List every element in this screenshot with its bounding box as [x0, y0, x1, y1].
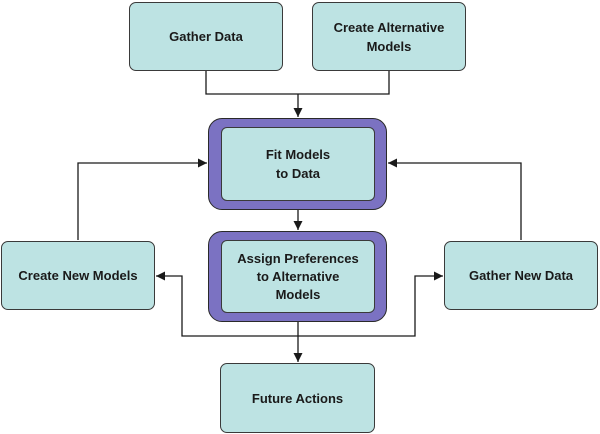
node-assign-preferences-label: Assign Preferences to Alternative Models [237, 250, 359, 302]
arrow-to-gather-new-data [298, 271, 443, 337]
node-gather-data-label: Gather Data [169, 29, 243, 44]
arrow-to-create-new-models [156, 271, 298, 337]
node-gather-data: Gather Data [129, 2, 283, 71]
node-create-new-models-label: Create New Models [18, 268, 138, 283]
arrow-gather-new-data-to-fit [388, 158, 522, 240]
node-future-actions: Future Actions [220, 363, 375, 433]
node-gather-new-data-label: Gather New Data [468, 268, 574, 283]
node-future-actions-label: Future Actions [251, 390, 344, 406]
node-fit-models-label: Fit Models to Data [265, 147, 331, 181]
arrow-create-new-models-to-fit [77, 158, 207, 240]
node-gather-new-data: Gather New Data [444, 241, 598, 310]
connector-gather-data-to-merge [205, 71, 390, 95]
node-fit-models: Fit Models to Data [221, 127, 375, 201]
node-assign-preferences: Assign Preferences to Alternative Models [221, 240, 375, 313]
node-create-new-models: Create New Models [1, 241, 155, 310]
node-create-alternative-models: Create Alternative Models [312, 2, 466, 71]
node-create-alternative-models-label: Create Alternative Models [333, 19, 445, 54]
